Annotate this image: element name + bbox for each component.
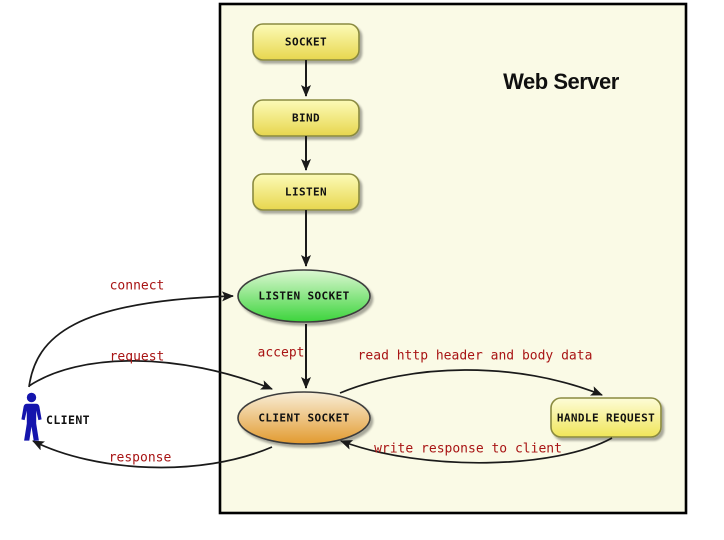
socket-node-label: SOCKET (284, 35, 328, 49)
handle-request-node-label: HANDLE REQUEST (556, 411, 656, 425)
read-edge-label: read http header and body data (357, 348, 593, 364)
arrow-request (28, 360, 273, 390)
listen-socket-node-label: LISTEN SOCKET (258, 289, 350, 303)
client-person-icon (21, 392, 42, 441)
client-socket-node-label: CLIENT SOCKET (258, 411, 350, 425)
request-edge-label: request (109, 349, 165, 365)
handle-request-node-shape (550, 397, 662, 438)
accept-edge-label: accept (257, 345, 305, 361)
write-edge-label: write response to client (374, 441, 562, 457)
arrow-read (339, 369, 603, 396)
arrow-connect (28, 291, 234, 388)
listen-socket-node-shape (237, 269, 371, 323)
connect-edge-label: connect (109, 278, 165, 294)
arrow-response (32, 440, 273, 469)
response-edge-label: response (108, 450, 172, 466)
client-actor-label: CLIENT (46, 413, 90, 427)
listen-node-label: LISTEN (284, 185, 328, 199)
client-socket-node-shape (237, 391, 371, 445)
bind-node-label: BIND (291, 111, 321, 125)
web-server-title: Web Server (503, 69, 619, 94)
arrow-write (340, 437, 613, 464)
